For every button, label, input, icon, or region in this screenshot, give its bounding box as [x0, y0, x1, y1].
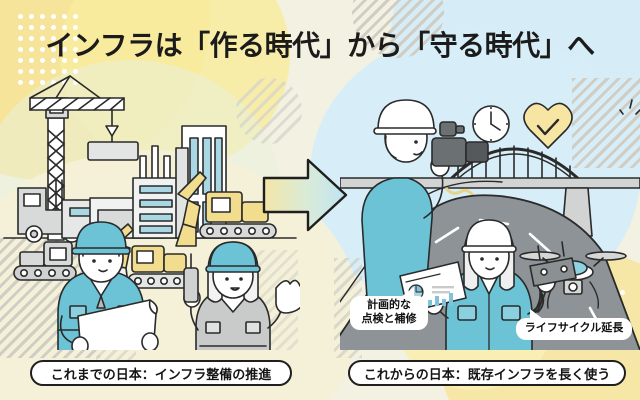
gray-bulldozer: [13, 241, 77, 281]
drone-controller: [529, 241, 577, 287]
yellow-excavator-large: [175, 171, 277, 247]
heart-check-icon: [523, 102, 573, 149]
male-worker-with-blueprint: [57, 221, 159, 371]
female-worker-with-radio: [183, 241, 307, 373]
label-past-japan-text: これまでの日本：インフラ整備の推進: [50, 366, 272, 382]
label-future-japan-text: これからの日本：既存インフラを長く使う: [363, 366, 611, 382]
dot-grid-top-left: [18, 14, 79, 86]
callout-inspection-line1: 計画的な: [367, 299, 411, 311]
factory-building: [132, 145, 180, 239]
hatch-circle-left-scene: [236, 78, 302, 144]
callout-inspection-line2: 点検と補修: [361, 312, 417, 325]
construction-era-scene: [0, 60, 307, 373]
transition-arrow: [262, 152, 348, 238]
label-past-japan: これまでの日本：インフラ整備の推進: [30, 360, 292, 386]
callout-lifecycle-extension: ライフサイクル延長: [516, 309, 632, 340]
callout-tail: [530, 309, 543, 319]
callout-lifecycle-label: ライフサイクル延長: [524, 322, 624, 334]
label-future-japan: これからの日本：既存インフラを長く使う: [348, 360, 626, 386]
page-title: インフラは「作る時代」から「守る時代」へ: [45, 30, 595, 61]
hatch-band-right-top: [572, 78, 640, 168]
clock-icon: [472, 105, 510, 143]
sparkle-icon: [619, 99, 640, 115]
callout-planned-inspection: 計画的な 点検と補修: [350, 287, 428, 330]
callout-tail: [401, 287, 414, 297]
female-inspector-with-tablet: [399, 219, 577, 361]
